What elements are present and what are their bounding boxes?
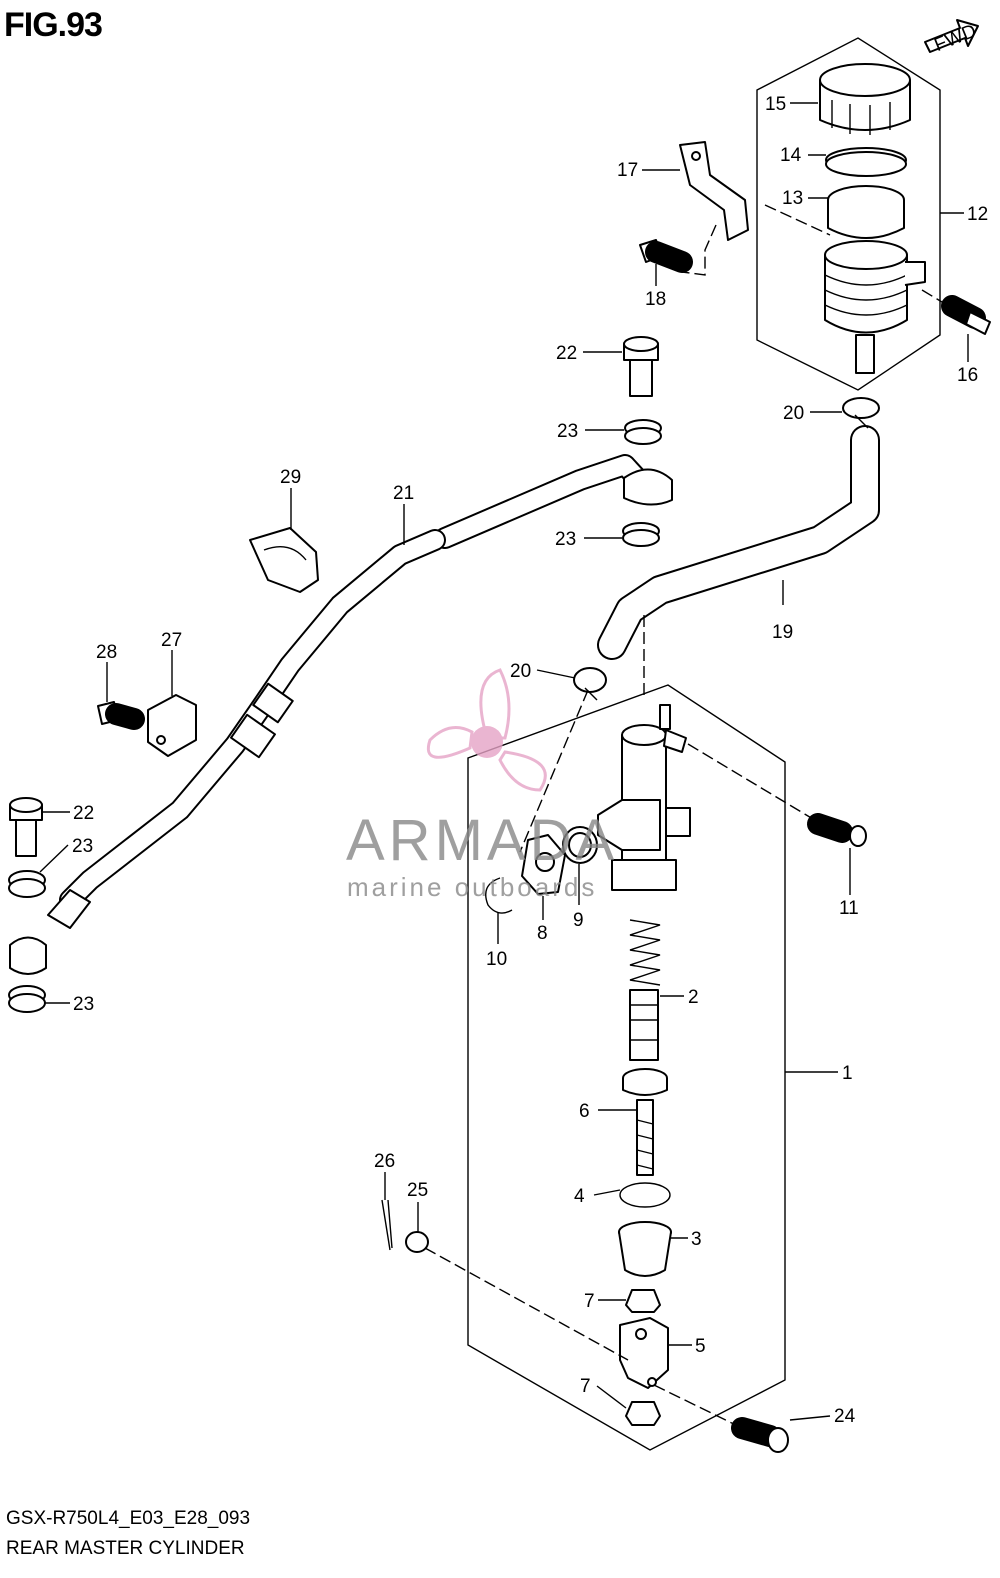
master-cylinder-group-outline xyxy=(467,684,786,1451)
callout-9: 9 xyxy=(573,910,584,931)
callout-13: 13 xyxy=(782,188,803,209)
callout-18: 18 xyxy=(645,289,666,310)
callout-7-upper: 7 xyxy=(584,1291,595,1312)
callout-23-mid: 23 xyxy=(555,529,576,550)
reservoir-bracket xyxy=(679,141,749,241)
callout-5: 5 xyxy=(695,1336,706,1357)
callout-12: 12 xyxy=(967,204,988,225)
clevis-pin xyxy=(731,1417,789,1453)
reservoir-cap xyxy=(819,63,911,135)
callout-27: 27 xyxy=(161,630,182,651)
callout-23-top: 23 xyxy=(557,421,578,442)
piston-spring xyxy=(629,919,661,986)
callout-3: 3 xyxy=(691,1229,702,1250)
callout-11: 11 xyxy=(839,898,859,919)
callout-28: 28 xyxy=(96,642,117,663)
figure-title: FIG.93 xyxy=(4,6,103,44)
reservoir-hose xyxy=(597,425,880,660)
washer-25 xyxy=(405,1231,429,1253)
callout-20-top: 20 xyxy=(783,403,804,424)
callout-19: 19 xyxy=(772,622,793,643)
washer-top xyxy=(624,419,662,445)
assembly-line xyxy=(921,289,953,309)
clevis-joint xyxy=(619,1317,669,1389)
hose-clamp-bottom xyxy=(573,667,607,701)
assembly-line xyxy=(687,743,819,823)
hose-clamp-27 xyxy=(147,694,197,757)
callout-6: 6 xyxy=(579,1101,590,1122)
dust-boot xyxy=(618,1221,672,1277)
callout-21: 21 xyxy=(393,483,414,504)
diagram-name: REAR MASTER CYLINDER xyxy=(6,1538,245,1559)
reservoir-screw xyxy=(941,295,991,335)
callout-26: 26 xyxy=(374,1151,395,1172)
callout-10: 10 xyxy=(486,949,507,970)
callout-14: 14 xyxy=(780,145,802,166)
assembly-line xyxy=(764,204,831,236)
circlip-10 xyxy=(485,877,513,914)
piston xyxy=(629,989,659,1061)
washer-mid xyxy=(622,522,660,547)
assembly-line xyxy=(424,1247,629,1361)
lock-nut-lower xyxy=(625,1401,661,1426)
brake-hose xyxy=(9,454,673,975)
master-cylinder-body xyxy=(597,704,691,891)
diaphragm-plate xyxy=(825,147,907,177)
callout-16: 16 xyxy=(957,365,978,386)
callout-8: 8 xyxy=(537,923,548,944)
callout-24: 24 xyxy=(834,1406,856,1427)
circlip-4 xyxy=(619,1182,671,1208)
assembly-line xyxy=(681,224,717,276)
callout-25: 25 xyxy=(407,1180,428,1201)
callout-7-lower: 7 xyxy=(580,1376,591,1397)
washer-left-lower xyxy=(8,985,46,1013)
assembly-line xyxy=(653,1384,743,1429)
union-bolt-top xyxy=(623,336,659,397)
hose-clamp-29 xyxy=(249,527,319,593)
fwd-label: FWD xyxy=(931,21,979,57)
callout-labels: 15 14 13 12 16 17 18 22 23 23 20 20 29 2… xyxy=(72,94,988,1427)
callout-20-bottom: 20 xyxy=(510,661,531,682)
propeller-logo-icon xyxy=(427,668,547,792)
union-bolt-left xyxy=(9,797,43,857)
callout-29: 29 xyxy=(280,467,301,488)
hose-connector xyxy=(521,834,566,895)
assembly-line xyxy=(519,689,589,853)
callout-1: 1 xyxy=(842,1063,853,1084)
watermark-tagline: marine outboards xyxy=(347,872,597,902)
reservoir-group-outline xyxy=(756,37,941,391)
push-rod xyxy=(622,1068,668,1176)
fwd-arrow-icon: FWD xyxy=(924,19,979,57)
diaphragm xyxy=(827,185,905,239)
clamp-bolt-28 xyxy=(97,701,145,730)
watermark-brand: ARMADA xyxy=(346,808,618,873)
hose-clamp-top xyxy=(842,397,880,429)
callout-23-left-lower: 23 xyxy=(73,994,94,1015)
callout-23-left-upper: 23 xyxy=(72,836,93,857)
reservoir-body xyxy=(824,240,926,374)
lock-nut-upper xyxy=(625,1289,661,1313)
callout-17: 17 xyxy=(617,160,638,181)
watermark: ARMADA marine outboards xyxy=(346,668,618,902)
washer-left-upper xyxy=(8,870,46,898)
bracket-bolt xyxy=(639,239,693,273)
cotter-pin xyxy=(381,1199,393,1251)
callout-4: 4 xyxy=(574,1186,585,1207)
callout-15: 15 xyxy=(765,94,786,115)
callout-22-left: 22 xyxy=(73,803,94,824)
o-ring xyxy=(562,826,598,864)
model-code: GSX-R750L4_E03_E28_093 xyxy=(6,1508,251,1529)
callout-2: 2 xyxy=(688,987,699,1008)
callout-22-top: 22 xyxy=(556,343,577,364)
leader-lines xyxy=(39,102,969,1421)
mounting-screw xyxy=(807,813,867,847)
